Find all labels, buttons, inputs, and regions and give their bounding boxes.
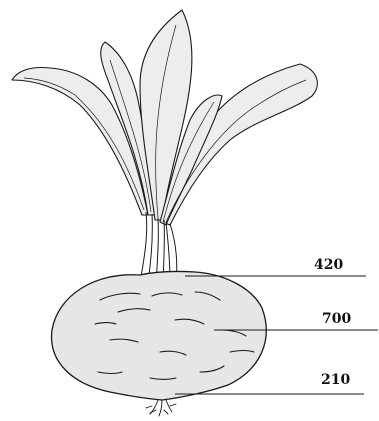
label-top: 420 bbox=[314, 258, 343, 272]
label-bottom: 210 bbox=[321, 373, 350, 387]
beet-leaves bbox=[12, 10, 317, 225]
root-tip bbox=[146, 400, 176, 416]
label-middle: 700 bbox=[322, 312, 351, 326]
beet-bulb bbox=[52, 271, 267, 400]
